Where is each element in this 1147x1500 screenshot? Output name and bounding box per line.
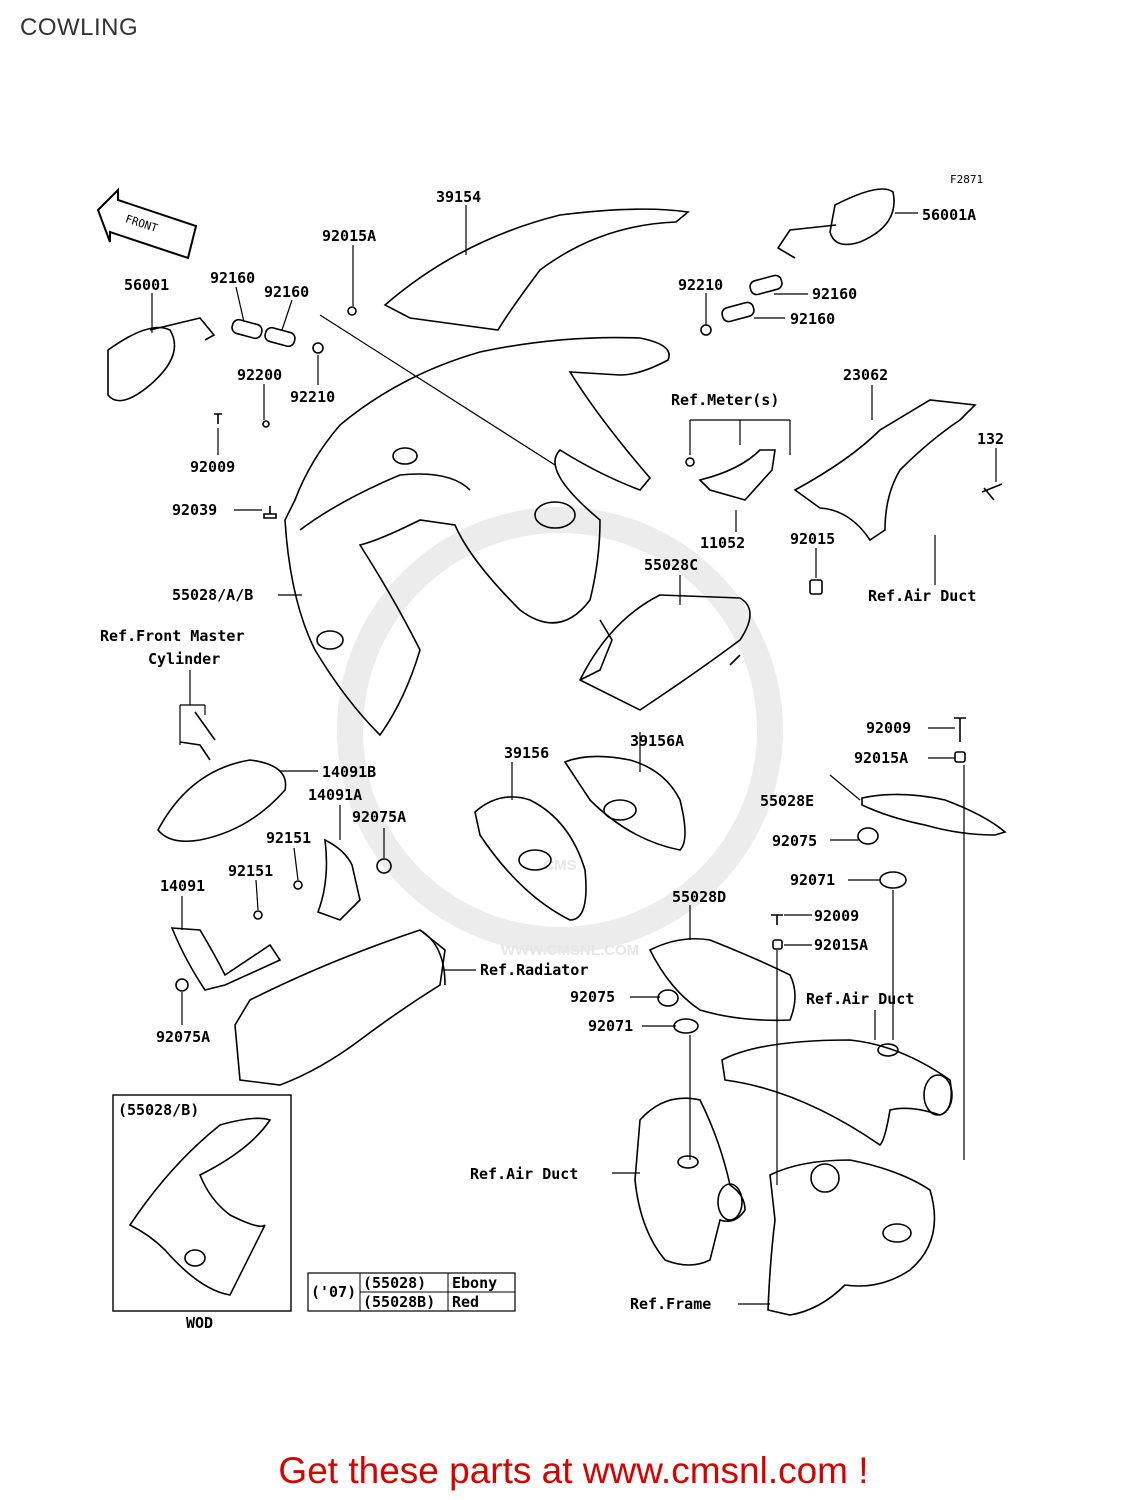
part-number-label[interactable]: 55028D — [672, 888, 726, 906]
part-number-label[interactable]: 92009 — [190, 458, 235, 476]
reference-label[interactable]: Ref.Radiator — [480, 961, 588, 979]
part-number-label[interactable]: 55028C — [644, 556, 698, 574]
part-number-label[interactable]: 14091A — [308, 786, 362, 804]
part-number-label[interactable]: 92009 — [814, 907, 859, 925]
color-table-color-cell: Red — [452, 1293, 479, 1311]
inset-box: (55028/B) WOD — [112, 1094, 292, 1332]
part-number-label[interactable]: 92210 — [678, 276, 723, 294]
part-number-label[interactable]: 92160 — [210, 269, 255, 287]
part-number-label[interactable]: 92160 — [264, 283, 309, 301]
fender-piece-part — [170, 927, 282, 991]
leader-lines — [151, 205, 997, 1305]
side-cover-part — [861, 793, 1007, 836]
part-number-label[interactable]: 92015A — [322, 227, 376, 245]
left-mirror-part — [107, 326, 176, 402]
part-number-label[interactable]: 92075A — [156, 1028, 210, 1046]
part-number-label[interactable]: 92039 — [172, 501, 217, 519]
part-number-label[interactable]: 92071 — [588, 1017, 633, 1035]
inset-caption: WOD — [186, 1314, 213, 1332]
inset-title: (55028/B) — [118, 1101, 199, 1119]
reference-label[interactable]: Ref.Frame — [630, 1295, 711, 1313]
part-number-label[interactable]: 92200 — [237, 366, 282, 384]
front-arrow-icon: FRONT — [96, 187, 198, 260]
part-number-label[interactable]: 23062 — [843, 366, 888, 384]
part-number-label[interactable]: 92015 — [790, 530, 835, 548]
reference-label[interactable]: Ref.Air Duct — [806, 990, 914, 1008]
page-title: COWLING — [20, 14, 139, 41]
reference-label[interactable]: Ref.Meter(s) — [671, 391, 779, 409]
fender-piece-part — [316, 838, 361, 921]
part-number-label[interactable]: 92075A — [352, 808, 406, 826]
washer-part — [749, 274, 783, 296]
frame-part — [767, 1159, 936, 1316]
color-table-color-cell: Ebony — [452, 1274, 497, 1292]
radiator-part — [234, 929, 446, 1086]
air-duct-part — [721, 1039, 953, 1147]
meter-stay-part — [698, 449, 776, 501]
part-number-label[interactable]: 55028/A/B — [172, 586, 253, 604]
part-number-label[interactable]: 92015A — [854, 749, 908, 767]
reference-label[interactable]: Ref.Front Master — [100, 627, 245, 645]
upper-cowl-part — [284, 336, 670, 737]
part-number-label[interactable]: 39154 — [436, 188, 481, 206]
washer-part — [721, 301, 755, 323]
part-number-label[interactable]: 11052 — [700, 534, 745, 552]
part-number-label[interactable]: 14091 — [160, 877, 205, 895]
parts-diagram: CMS WWW.CMSNL.COM FRONT — [96, 173, 1007, 1332]
reference-label[interactable]: Cylinder — [148, 650, 220, 668]
part-number-label[interactable]: 56001 — [124, 276, 169, 294]
part-number-label[interactable]: 132 — [977, 430, 1004, 448]
air-duct-part — [634, 1097, 746, 1266]
reference-label[interactable]: Ref.Air Duct — [868, 587, 976, 605]
part-number-label[interactable]: 92151 — [266, 829, 311, 847]
inner-panel-part — [578, 594, 751, 711]
part-number-label[interactable]: 56001A — [922, 206, 976, 224]
cowl-pad-part — [474, 796, 587, 921]
reference-label[interactable]: Ref.Air Duct — [470, 1165, 578, 1183]
part-number-label[interactable]: 55028E — [760, 792, 814, 810]
washer-part — [231, 318, 263, 340]
color-table-part-cell: (55028B) — [363, 1293, 435, 1311]
part-number-label[interactable]: 92075 — [772, 832, 817, 850]
part-number-label[interactable]: 92160 — [790, 310, 835, 328]
part-number-label[interactable]: 92210 — [290, 388, 335, 406]
right-mirror-part — [829, 188, 895, 246]
figure-id: F2871 — [950, 173, 983, 186]
part-number-label[interactable]: 39156 — [504, 744, 549, 762]
side-cover-part — [648, 937, 796, 1022]
color-table: ('07) (55028) Ebony (55028B) Red — [307, 1272, 516, 1312]
part-number-label[interactable]: 39156A — [630, 732, 684, 750]
part-number-label[interactable]: 92009 — [866, 719, 911, 737]
washer-part — [264, 326, 296, 348]
cowl-pad-part — [563, 755, 686, 851]
part-number-label[interactable]: 92075 — [570, 988, 615, 1006]
color-table-part-cell: (55028) — [363, 1274, 426, 1292]
stay-bracket-part — [793, 399, 977, 542]
cmsnl-watermark: CMS WWW.CMSNL.COM — [337, 507, 783, 959]
color-table-year: ('07) — [311, 1283, 356, 1301]
part-number-label[interactable]: 14091B — [322, 763, 376, 781]
part-number-label[interactable]: 92160 — [812, 285, 857, 303]
callout-labels: F2871 39154 56001A 56001 92160 92160 920… — [100, 173, 1004, 1313]
part-number-label[interactable]: 92151 — [228, 862, 273, 880]
part-number-label[interactable]: 92015A — [814, 936, 868, 954]
part-drawings — [107, 188, 1007, 1316]
front-fender-part — [157, 759, 287, 843]
windscreen-part — [383, 208, 690, 331]
watermark-url: WWW.CMSNL.COM — [501, 942, 639, 959]
promo-link[interactable]: Get these parts at www.cmsnl.com ! — [278, 1450, 869, 1491]
part-number-label[interactable]: 92071 — [790, 871, 835, 889]
inset-cowl-part — [128, 1117, 272, 1296]
